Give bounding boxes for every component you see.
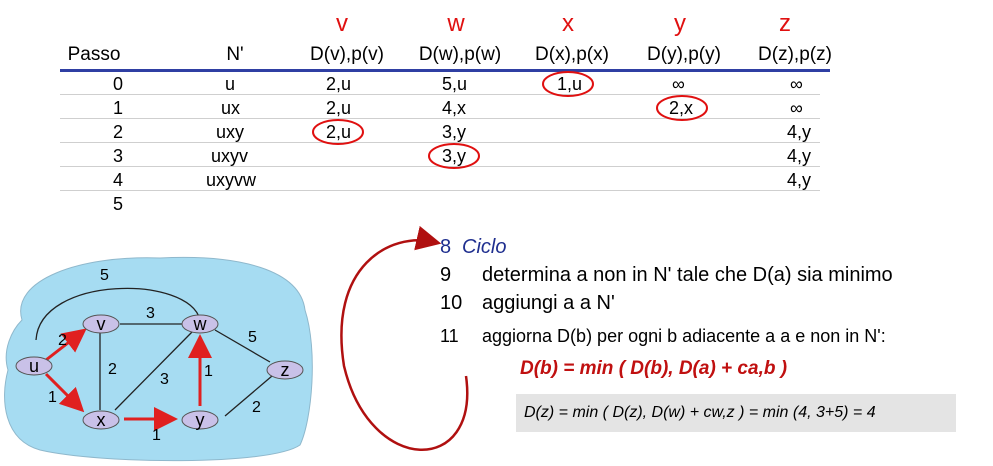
step-cell: 4: [112, 170, 123, 190]
dv-cell: 2,u: [326, 122, 352, 142]
dz-cell: 4,y: [787, 146, 812, 166]
edge-y-z: [224, 375, 273, 417]
edge-w-z: [214, 329, 271, 363]
node-v: v: [82, 314, 120, 334]
dv-cell: 2,u: [326, 98, 352, 118]
pseudocode-line-10: 10 aggiungi a a N': [440, 292, 615, 315]
dw-cell: 4,x: [442, 98, 467, 118]
nprime-cell: uxy: [216, 122, 245, 142]
col-header-nprime: N': [226, 44, 244, 65]
header-underline: [60, 69, 830, 72]
row-separator: [60, 190, 820, 191]
dw-cell: 3,y: [442, 122, 467, 142]
line-text: aggiorna D(b) per ogni b adiacente a a e…: [482, 326, 886, 346]
col-letter-w: w: [447, 10, 465, 37]
nprime-cell: ux: [221, 98, 241, 118]
dx-cell: 1,u: [557, 74, 583, 94]
line-number: 9: [440, 264, 452, 286]
line-text: aggiungi a a N': [482, 292, 615, 314]
node-y: y: [181, 410, 219, 430]
node-z: z: [266, 360, 304, 380]
col-letter-z: z: [779, 10, 791, 37]
node-label-x: x: [97, 410, 106, 430]
line-number: 8: [440, 236, 452, 258]
pseudocode-line-8: 8 Ciclo: [440, 236, 506, 259]
col-header-dw: D(w),p(w): [418, 44, 502, 65]
step-cell: 2: [112, 122, 123, 142]
dz-cell: 4,y: [787, 122, 812, 142]
col-letter-y: y: [674, 10, 686, 37]
selected-circle: [312, 119, 364, 145]
edge-x-w: [114, 331, 193, 411]
selection-circles: [312, 71, 708, 169]
weight-u-w: 5: [100, 267, 109, 284]
node-w: w: [181, 314, 219, 334]
dz-cell: ∞: [790, 74, 803, 94]
loop-title: Ciclo: [462, 236, 507, 258]
weight-v-x: 2: [108, 361, 117, 378]
nprime-cell: u: [225, 74, 236, 94]
selected-circle: [542, 71, 594, 97]
col-header-dv: D(v),p(v): [310, 44, 384, 65]
step-cell: 1: [112, 98, 123, 118]
update-formula: D(b) = min ( D(b), D(a) + ca,b ): [520, 358, 788, 379]
line-text: determina a non in N' tale che D(a) sia …: [482, 264, 893, 286]
dw-cell: 5,u: [442, 74, 468, 94]
node-label-y: y: [196, 410, 205, 430]
dz-cell: 4,y: [787, 170, 812, 190]
dz-cell: ∞: [790, 98, 803, 118]
col-letter-x: x: [562, 10, 574, 37]
pseudocode-line-11: 11 aggiorna D(b) per ogni b adiacente a a…: [440, 326, 886, 347]
row-separator: [60, 142, 820, 143]
weight-v-w: 3: [146, 305, 155, 322]
weight-y-z: 2: [252, 399, 261, 416]
step-cell: 5: [112, 194, 123, 214]
weight-u-x: 1: [48, 389, 57, 406]
col-header-dy: D(y),p(y): [647, 44, 721, 65]
nprime-cell: uxyv: [211, 146, 249, 166]
weight-u-v: 2: [58, 332, 67, 349]
edge-u-w: [35, 287, 201, 341]
node-label-w: w: [193, 314, 208, 334]
dw-cell: 3,y: [442, 146, 467, 166]
edge-u-x-highlight: [44, 372, 85, 413]
selected-circle: [656, 95, 708, 121]
dy-cell: 2,x: [669, 98, 694, 118]
node-label-v: v: [97, 314, 106, 334]
selected-circle: [428, 143, 480, 169]
col-header-dz: D(z),p(z): [758, 44, 832, 65]
row-separator: [60, 94, 820, 95]
dv-cell: 2,u: [326, 74, 352, 94]
node-x: x: [82, 410, 120, 430]
weight-x-y: 1: [152, 427, 161, 444]
weight-y-w: 1: [204, 363, 213, 380]
edge-u-v-highlight: [45, 328, 87, 362]
weight-w-z: 5: [248, 329, 257, 346]
col-letter-v: v: [336, 10, 348, 37]
network-graph: 5 2 1 3 2 3 1 1 5 2 u v w x y: [4, 256, 313, 462]
node-u: u: [15, 356, 53, 376]
step-cell: 0: [112, 74, 123, 94]
example-computation: D(z) = min ( D(z), D(w) + cw,z ) = min (…: [516, 394, 956, 432]
weight-x-w: 3: [160, 371, 169, 388]
nprime-cell: uxyvw: [206, 170, 257, 190]
col-header-dx: D(x),p(x): [535, 44, 609, 65]
step-cell: 3: [112, 146, 123, 166]
col-header-passo: Passo: [67, 44, 121, 65]
line-number: 11: [440, 326, 459, 346]
loop-arrow: [340, 226, 469, 451]
pseudocode-line-9: 9 determina a non in N' tale che D(a) sia…: [440, 264, 893, 287]
node-label-z: z: [281, 360, 290, 380]
dy-cell: ∞: [672, 74, 685, 94]
node-label-u: u: [29, 356, 39, 376]
line-number: 10: [440, 292, 463, 314]
row-separator: [60, 118, 820, 119]
